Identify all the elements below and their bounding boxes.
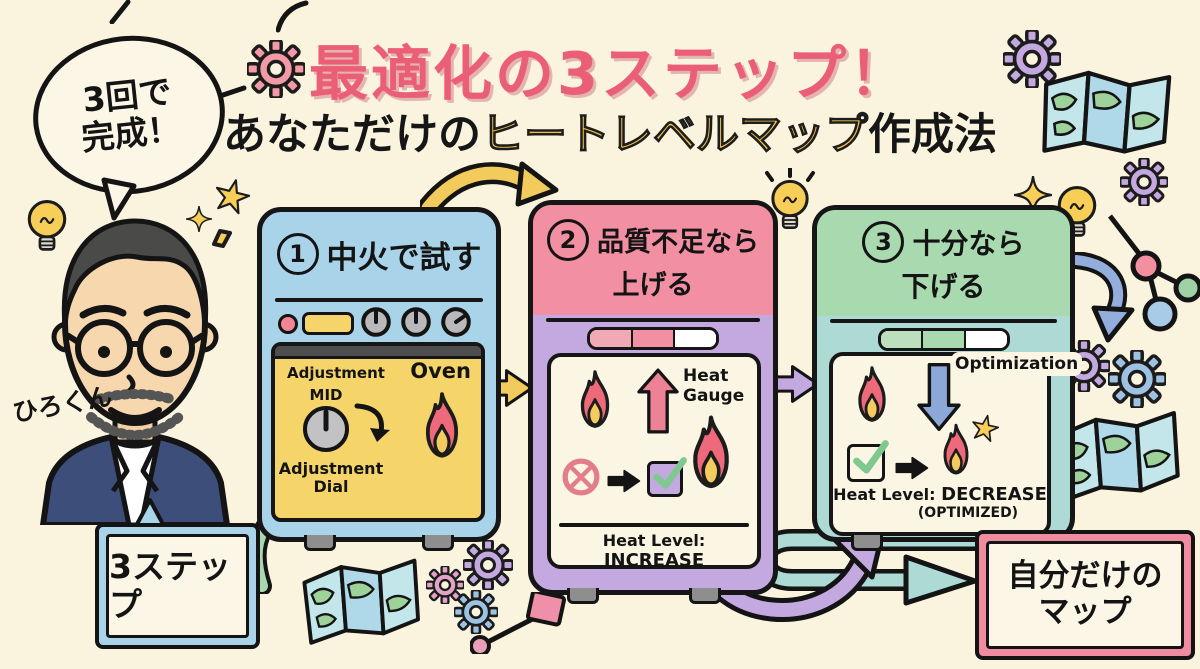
speech-bubble-line2: 完成！ — [79, 108, 183, 158]
oven-indicator-light — [278, 314, 298, 334]
heat-gauge-label: Heat Gauge — [683, 366, 745, 406]
mid-label: MID — [309, 386, 343, 404]
step1-panel: 1 中火で試す Adjustment Oven MID Adj — [257, 207, 501, 551]
step3-number: 3 — [862, 221, 905, 263]
step2-heading-line2: 上げる — [612, 269, 694, 301]
speech-bubble-tail — [101, 177, 137, 221]
motion-line-icon — [276, 0, 309, 33]
gear-icon — [463, 540, 513, 590]
step2-heading-line1: 品質不足なら — [597, 227, 759, 258]
oven-knob-icon — [434, 300, 479, 345]
my-map-label-line2: マップ — [1038, 594, 1132, 630]
oven-label: Oven — [410, 359, 471, 383]
my-map-label-line1: 自分だけの — [1007, 558, 1163, 595]
lightbulb-icon — [765, 168, 815, 242]
step3-panel: 3 十分なら 下げる Optimization Heat Lev — [812, 205, 1083, 551]
flame-icon — [849, 364, 895, 426]
three-step-box: 3ステップ — [95, 523, 260, 649]
arrow-step1-to-step2 — [420, 161, 559, 219]
arrow-step3-to-map — [1068, 252, 1135, 343]
step1-heading: 中火で試す — [326, 239, 482, 276]
step1-divider — [275, 298, 483, 302]
oven-knob-icon — [400, 306, 432, 338]
adjustment-dial-label: Adjustment Dial — [278, 459, 384, 496]
adjustment-dial — [303, 406, 349, 452]
increase-arrow-icon — [637, 363, 679, 439]
step2-status: Heat Level: INCREASE — [602, 531, 706, 571]
molecule-icon — [1108, 214, 1200, 332]
rotate-arrow-icon — [354, 403, 390, 442]
gear-icon — [1120, 158, 1168, 206]
sparkle-icon — [212, 229, 232, 248]
subtitle-suffix: 作成法 — [868, 110, 997, 160]
person-avatar — [40, 218, 230, 525]
adjustment-label: Adjustment — [287, 364, 385, 382]
step3-heading-line2: 下げる — [901, 270, 986, 303]
motion-line-icon — [109, 0, 131, 24]
arrow-icon — [895, 456, 929, 480]
step2-divider — [546, 318, 760, 322]
no-icon — [562, 458, 600, 496]
oven-door: Adjustment Oven MID Adjustment Dial — [271, 342, 485, 522]
step3-status: Heat Level: DECREASE — [833, 484, 1047, 505]
step1-number: 1 — [276, 233, 319, 275]
star-icon — [968, 411, 1001, 444]
gear-icon — [1108, 350, 1166, 408]
step2-status-divider — [559, 523, 749, 527]
oven-knob-icon — [360, 306, 392, 338]
my-map-box: 自分だけの マップ — [975, 530, 1195, 660]
subtitle-highlight: ヒートレベルマップ — [480, 109, 868, 160]
step3-heading-line1: 十分なら — [912, 227, 1025, 260]
oven-foot — [304, 535, 336, 551]
page-title: 最適化の3ステップ！ — [308, 39, 912, 108]
checkbox-icon — [647, 457, 687, 497]
three-step-label: 3ステップ — [109, 547, 231, 624]
flag-pin-icon — [470, 592, 567, 654]
panel-foot — [689, 588, 721, 604]
step2-panel: 2 品質不足なら 上げる Heat Gauge — [528, 200, 778, 604]
arrow-icon — [607, 469, 641, 493]
page-subtitle: あなただけのヒートレベルマップ作成法 — [180, 100, 1040, 162]
step2-number: 2 — [547, 218, 589, 261]
oven-display — [302, 312, 354, 335]
map-icon — [1036, 61, 1177, 166]
subtitle-prefix: あなただけの — [223, 110, 481, 160]
optimization-gauge-bar — [877, 328, 1010, 351]
map-icon — [296, 549, 428, 653]
heat-gauge-bar — [587, 327, 719, 350]
step2-inner-card: Heat Gauge Heat Level: INCREASE — [547, 353, 761, 571]
checkbox-icon — [847, 440, 889, 482]
step3-status-sub: (OPTIMIZED) — [917, 505, 1019, 521]
panel-foot — [851, 535, 883, 551]
optimization-label: Optimization — [951, 352, 1083, 376]
panel-foot — [567, 588, 599, 604]
flame-icon — [415, 390, 469, 462]
oven-door-strip — [275, 346, 481, 359]
step3-divider — [830, 319, 1057, 323]
step3-inner-card: Optimization Heat Level: DECREASE (OPTIM… — [829, 352, 1083, 536]
flame-icon — [571, 369, 619, 431]
oven-foot — [422, 535, 454, 551]
dash-line-icon — [218, 85, 247, 99]
flame-icon — [681, 413, 741, 493]
